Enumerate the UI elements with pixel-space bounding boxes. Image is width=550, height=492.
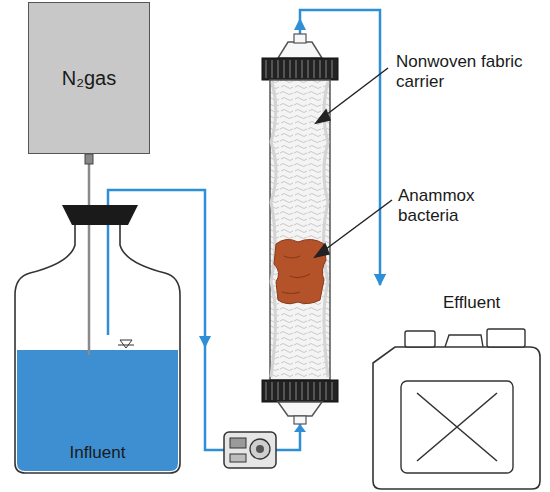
column-top-cap bbox=[262, 58, 338, 80]
effluent-tank: Effluent bbox=[365, 285, 545, 490]
fabric-carrier bbox=[271, 82, 276, 377]
flow-arrow bbox=[294, 18, 306, 30]
node-label: Effluent bbox=[443, 293, 500, 313]
influent-bottle: Influent bbox=[10, 205, 185, 477]
column-bottom-cone bbox=[278, 402, 322, 416]
column-bottom-cap bbox=[262, 380, 338, 402]
column-outlet bbox=[294, 34, 306, 43]
column-inlet bbox=[294, 416, 306, 424]
leader-arrow bbox=[315, 68, 392, 257]
node-outline bbox=[10, 205, 185, 477]
anammox-biomass bbox=[274, 239, 326, 303]
callout-label: Nonwoven fabric carrier bbox=[396, 52, 546, 91]
node-outline bbox=[365, 285, 545, 490]
column-body bbox=[270, 80, 330, 380]
peristaltic-pump bbox=[224, 432, 276, 468]
flow-arrow bbox=[199, 336, 211, 348]
node-label: N₂gas bbox=[62, 67, 116, 90]
fabric-carrier bbox=[324, 82, 329, 377]
flow-arrow bbox=[294, 424, 306, 432]
column-top-cone bbox=[278, 42, 322, 58]
node-label: Influent bbox=[70, 443, 126, 463]
gas-valve bbox=[85, 154, 93, 164]
callout-label: Anammox bacteria bbox=[398, 186, 538, 225]
gas-cylinder: N₂gas bbox=[28, 2, 150, 154]
